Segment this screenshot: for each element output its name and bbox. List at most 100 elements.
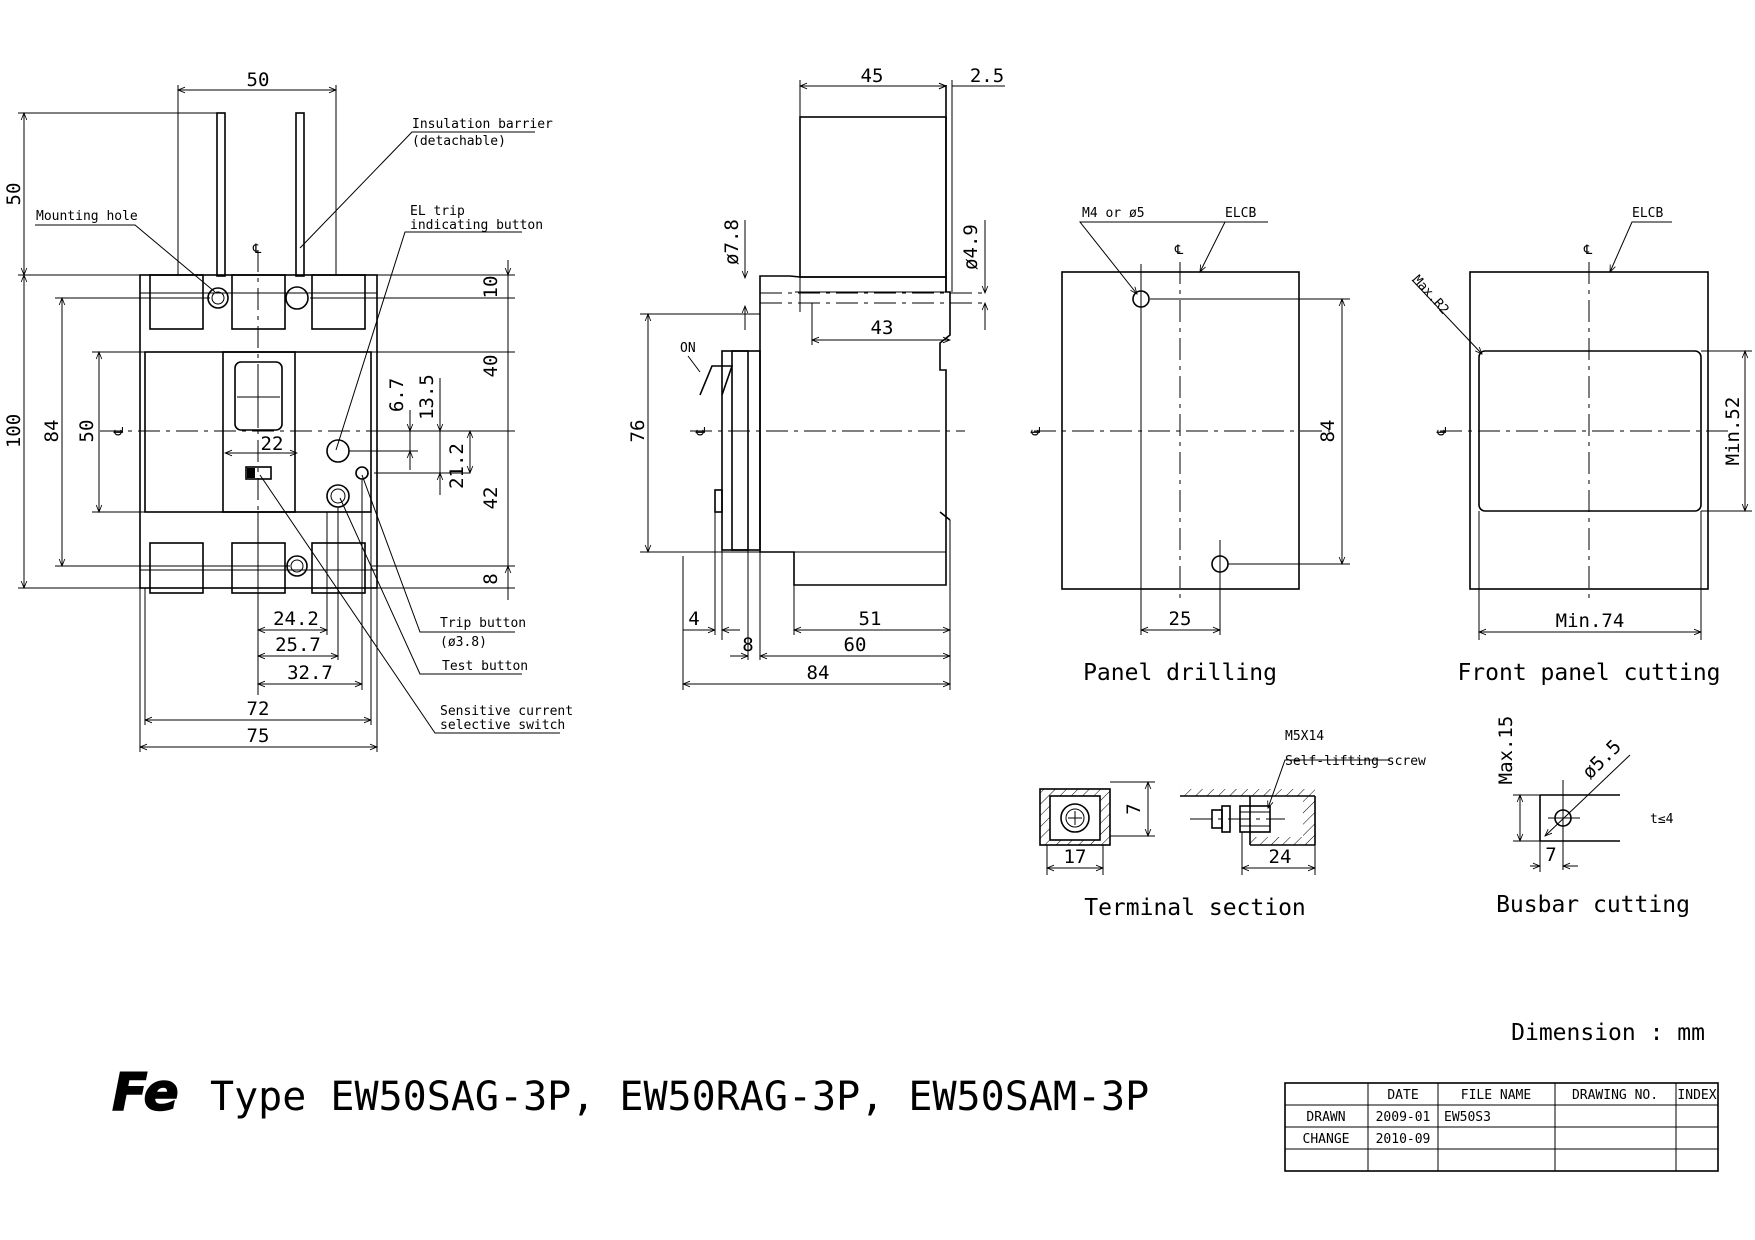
dim-front-10: 10 — [480, 276, 502, 299]
table-cell: EW50S3 — [1444, 1110, 1491, 1125]
label-el-trip: EL trip — [410, 204, 465, 219]
label-el-trip-indicating: indicating button — [410, 218, 543, 233]
dim-term-17: 17 — [1064, 846, 1087, 868]
dim-side-4: 4 — [688, 608, 699, 630]
mounting-hole-top — [207, 287, 229, 309]
label-m5x14: M5X14 — [1285, 729, 1324, 744]
handle-window — [222, 351, 296, 513]
dim-front-100: 100 — [3, 414, 25, 448]
dim-side-d7-8: ø7.8 — [721, 219, 743, 265]
table-header-cell: FILE NAME — [1461, 1088, 1531, 1103]
label-test-button: Test button — [442, 659, 528, 674]
dim-front-8: 8 — [480, 573, 502, 584]
panel-cutout — [1478, 350, 1702, 512]
terminal-left-housing — [1039, 788, 1111, 846]
dim-side-84: 84 — [807, 662, 830, 684]
cl-mark-front-top: ℄ — [252, 242, 262, 257]
test-button — [326, 484, 350, 508]
label-m4-or-d5: M4 or ø5 — [1082, 206, 1145, 221]
dim-side-60: 60 — [844, 634, 867, 656]
insulation-barrier-left — [216, 112, 226, 277]
top-terminal-1 — [149, 274, 204, 330]
insulation-barrier-right — [295, 112, 305, 277]
caption-panel-drilling: Panel drilling — [1083, 660, 1277, 686]
terminal-section-view: 7 17 M5X14 Self-lifting screw 24 Termina… — [1039, 729, 1426, 921]
cl-mark-front-left: ℄ — [112, 426, 127, 436]
label-elcb-cutting: ELCB — [1632, 206, 1663, 221]
panel-drilling-view: ℄ ℄ 84 25 M4 or ø5 ELCB Panel drilling — [1029, 206, 1350, 686]
table-header-cell: DATE — [1387, 1088, 1418, 1103]
cl-mark-cutting-left: ℄ — [1435, 426, 1450, 436]
bottom-terminal-1 — [149, 542, 204, 594]
dim-front-84: 84 — [41, 420, 63, 443]
table-header-cell: DRAWING NO. — [1572, 1088, 1658, 1103]
label-bus-t4: t≤4 — [1650, 812, 1674, 827]
dim-front-inner-50: 50 — [76, 420, 98, 443]
label-sensitive-current: Sensitive current — [440, 704, 573, 719]
label-max-r2: Max.R2 — [1409, 273, 1452, 318]
dim-side-43: 43 — [871, 317, 894, 339]
table-cell: 2010-09 — [1376, 1132, 1431, 1147]
dim-front-13-5: 13.5 — [416, 374, 438, 420]
dim-front-75: 75 — [247, 725, 270, 747]
label-mounting-hole: Mounting hole — [36, 209, 138, 224]
label-insulation-detachable: (detachable) — [412, 134, 506, 149]
dim-front-6-7: 6.7 — [386, 378, 408, 412]
label-trip-button-size: (ø3.8) — [440, 635, 487, 650]
dim-front-24-2: 24.2 — [273, 608, 319, 630]
dim-side-8: 8 — [742, 634, 753, 656]
front-panel-cutting-view: ℄ ℄ Max.R2 ELCB Min.52 Min.74 Front pane… — [1409, 206, 1752, 686]
label-insulation-barrier: Insulation barrier — [412, 117, 553, 132]
dim-front-32-7: 32.7 — [287, 662, 333, 684]
table-header-cell: INDEX — [1677, 1088, 1716, 1103]
dim-bus-d5-5: ø5.5 — [1578, 736, 1626, 784]
terminal-left-screw — [1060, 803, 1090, 833]
dim-term-24: 24 — [1269, 846, 1292, 868]
dim-side-51: 51 — [859, 608, 882, 630]
dim-front-25-7: 25.7 — [275, 634, 321, 656]
el-trip-hole-top — [285, 286, 309, 310]
cl-mark-drilling-top: ℄ — [1174, 243, 1184, 258]
label-on: ON — [680, 341, 696, 356]
dim-front-21-2: 21.2 — [446, 443, 468, 489]
cl-mark-cutting-top: ℄ — [1583, 243, 1593, 258]
table-cell: 2009-01 — [1376, 1110, 1431, 1125]
dim-cut-min74: Min.74 — [1556, 610, 1625, 632]
dim-side-45: 45 — [861, 65, 884, 87]
dim-side-d4-9: ø4.9 — [960, 224, 982, 270]
title-block: Fe Type EW50SAG-3P, EW50RAG-3P, EW50SAM-… — [111, 1062, 1149, 1123]
dim-term-7: 7 — [1123, 803, 1145, 814]
top-terminal-3 — [311, 274, 366, 330]
caption-busbar-cutting: Busbar cutting — [1496, 892, 1690, 918]
dim-front-72: 72 — [247, 698, 270, 720]
cl-mark-side: ℄ — [694, 426, 709, 436]
dim-front-40: 40 — [480, 355, 502, 378]
caption-front-panel-cutting: Front panel cutting — [1457, 660, 1720, 686]
label-trip-button: Trip button — [440, 616, 526, 631]
dim-drill-25: 25 — [1169, 608, 1192, 630]
trip-button — [355, 466, 369, 480]
dim-cut-min52: Min.52 — [1722, 397, 1744, 466]
label-selective-switch: selective switch — [440, 718, 565, 733]
dim-side-2-5: 2.5 — [970, 65, 1004, 87]
drawing-title: Type EW50SAG-3P, EW50RAG-3P, EW50SAM-3P — [210, 1074, 1149, 1120]
dim-side-76: 76 — [627, 420, 649, 443]
label-self-lifting-screw: Self-lifting screw — [1285, 754, 1426, 769]
dim-front-42: 42 — [480, 487, 502, 510]
fe-logo: Fe — [112, 1063, 179, 1123]
dim-front-22: 22 — [261, 433, 284, 455]
side-body-profile — [759, 275, 951, 586]
side-barrier — [799, 116, 947, 278]
side-handle — [699, 365, 734, 396]
dim-front-top-50: 50 — [247, 69, 270, 91]
dimension-unit-note: Dimension : mm — [1511, 1020, 1705, 1046]
caption-terminal-section: Terminal section — [1084, 895, 1306, 921]
cl-mark-drilling-left: ℄ — [1029, 426, 1044, 436]
dim-front-left-50: 50 — [3, 183, 25, 206]
label-elcb-drilling: ELCB — [1225, 206, 1256, 221]
dim-bus-7: 7 — [1545, 844, 1556, 866]
front-view: ℄ ℄ 50 50 100 84 50 10 — [3, 69, 573, 752]
dim-bus-max15: Max.15 — [1495, 716, 1517, 785]
